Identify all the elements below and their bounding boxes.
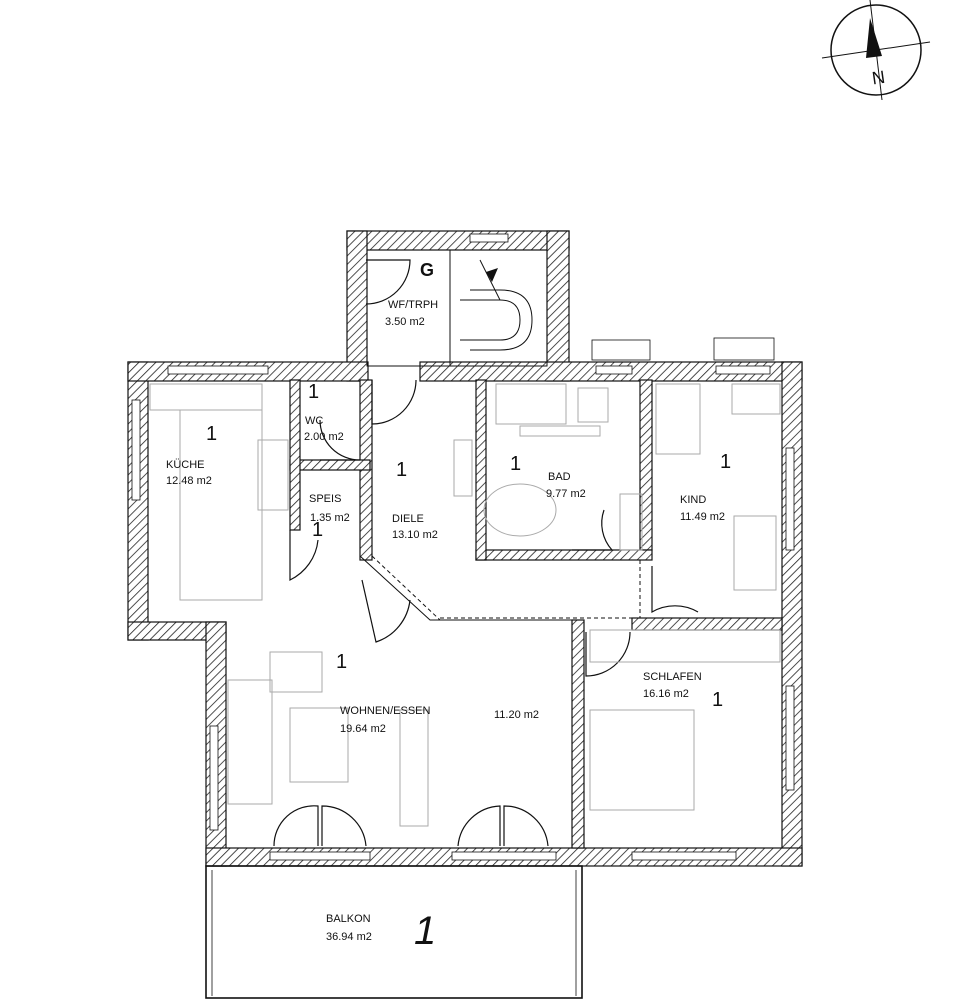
room-kueche-area: 12.48 m2 [166,475,212,487]
stairs [460,259,533,351]
room-schlafen: SCHLAFEN 16.16 m2 1 [643,671,723,711]
room-bad-area: 9.77 m2 [546,488,586,500]
compass-north-label: N [871,67,887,89]
walls [127,230,803,867]
room-kueche-name: KÜCHE [166,459,205,471]
room-wf-area: 3.50 m2 [385,316,425,328]
room-balkon-area: 36.94 m2 [326,931,372,943]
room-kind-area: 11.49 m2 [680,511,725,523]
room-bad-mark: 1 [510,453,521,475]
room-speis-name: SPEIS [309,493,341,505]
room-balkon-name: BALKON [326,913,371,925]
balkon-outline [205,865,583,999]
room-diele: 1 DIELE 13.10 m2 [392,459,438,541]
room-kind-mark: 1 [720,451,731,473]
room-schlafen-name: SCHLAFEN [643,671,702,683]
room-speis-area: 1.35 m2 [310,512,350,524]
interior-lines [359,249,641,621]
room-wohnen-area: 19.64 m2 [340,723,386,735]
room-essen-area: 11.20 m2 [494,709,539,721]
room-wf: G WF/TRPH 3.50 m2 [385,260,438,328]
room-kind: 1 KIND 11.49 m2 [680,451,731,523]
room-wf-mark: G [420,260,434,280]
room-balkon-mark: 1 [414,909,436,953]
room-wf-name: WF/TRPH [388,299,438,311]
room-wohnen: 1 WOHNEN/ESSEN 19.64 m2 [336,651,431,735]
room-speis-mark: 1 [312,519,323,541]
room-kind-name: KIND [680,494,706,506]
room-wc-area: 2.00 m2 [304,431,344,443]
doors [273,259,699,847]
room-wc: 1 WC 2.00 m2 [304,381,344,443]
room-diele-area: 13.10 m2 [392,529,438,541]
room-kueche-mark: 1 [206,423,217,445]
room-balkon: BALKON 36.94 m2 1 [326,909,436,953]
room-schlafen-area: 16.16 m2 [643,688,689,700]
room-wc-name: WC [305,415,323,427]
room-wohnen-mark: 1 [336,651,347,673]
room-bad: 1 BAD 9.77 m2 [510,453,586,500]
room-bad-name: BAD [548,471,571,483]
room-wc-mark: 1 [308,381,319,403]
room-diele-mark: 1 [396,459,407,481]
room-wohnen-name: WOHNEN/ESSEN [340,705,431,717]
room-kueche: 1 KÜCHE 12.48 m2 [166,423,217,487]
furniture [149,383,781,827]
room-speis: SPEIS 1.35 m2 1 [309,493,350,541]
room-diele-name: DIELE [392,513,424,525]
room-schlafen-mark: 1 [712,689,723,711]
compass-icon: N [821,0,931,101]
room-essen: 11.20 m2 [494,709,539,721]
